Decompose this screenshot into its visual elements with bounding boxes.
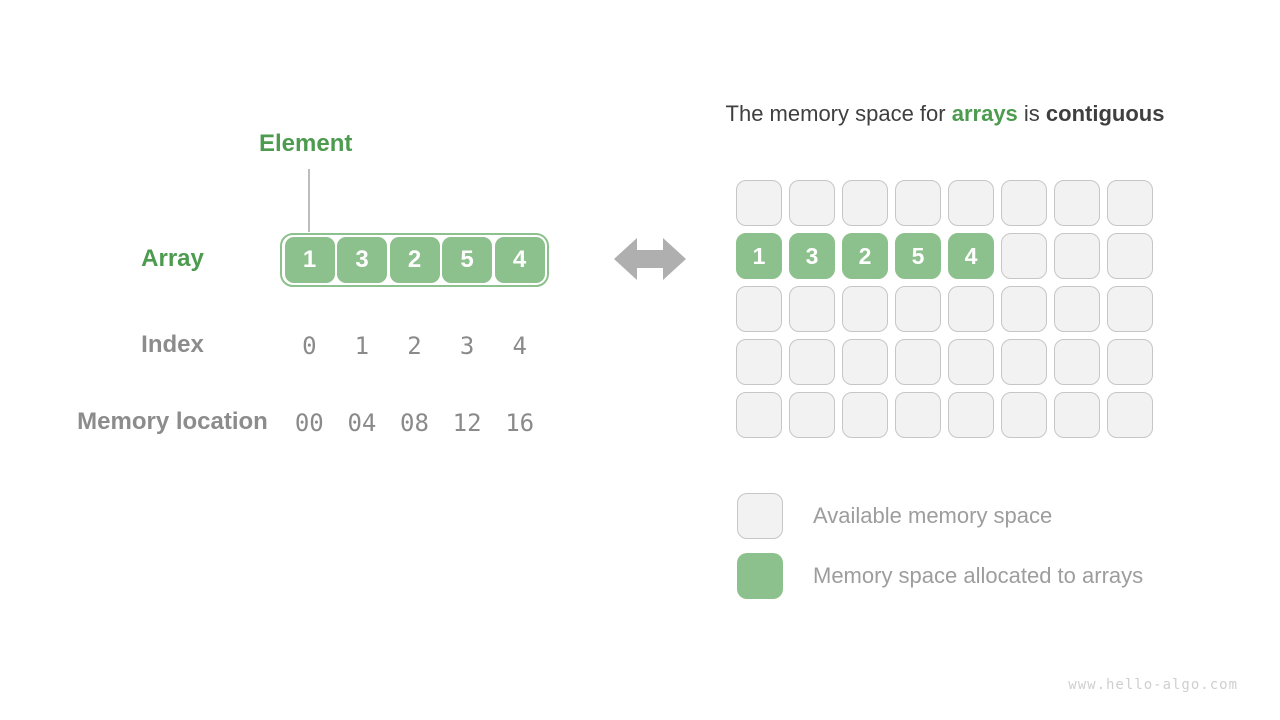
- memory-cell-available: [842, 392, 888, 438]
- element-connector-line: [308, 169, 310, 232]
- memory-cell-available: [1001, 180, 1047, 226]
- memory-cell-available: [1001, 339, 1047, 385]
- double-arrow-icon: [612, 236, 688, 282]
- memory-cell-allocated: 4: [948, 233, 994, 279]
- memory-cell-available: [1054, 392, 1100, 438]
- memory-location-value: 08: [400, 409, 429, 437]
- memory-cell-available: [789, 339, 835, 385]
- title-emphasis-contiguous: contiguous: [1045, 101, 1165, 126]
- memory-cell-available: [789, 392, 835, 438]
- title-prefix: The memory space for: [725, 101, 952, 126]
- legend-swatch-available: [737, 493, 783, 539]
- array-cell: 2: [389, 237, 440, 283]
- index-values-row: 0 1 2 3 4: [283, 329, 546, 363]
- memory-cell-allocated: 3: [789, 233, 835, 279]
- array-cell: 5: [442, 237, 492, 283]
- memory-cell-available: [1107, 286, 1153, 332]
- memory-location-value: 00: [294, 409, 324, 437]
- memory-cell-available: [1107, 392, 1153, 438]
- memory-cell-available: [789, 286, 835, 332]
- index-label: Index: [141, 331, 204, 358]
- memory-cell-available: [1001, 233, 1047, 279]
- memory-location-value: 04: [347, 409, 377, 437]
- memory-cell-available: [895, 339, 941, 385]
- memory-cell-available: [1001, 392, 1047, 438]
- double-arrow-svg: [614, 238, 686, 280]
- memory-cell-available: [1107, 233, 1153, 279]
- memory-cell-available: [948, 339, 994, 385]
- element-label: Element: [259, 130, 353, 157]
- title-highlight-arrays: arrays: [951, 101, 1018, 126]
- memory-cell-available: [842, 339, 888, 385]
- memory-cell-available: [1001, 286, 1047, 332]
- memory-cell-available: [736, 339, 782, 385]
- array-cell: 4: [494, 237, 545, 283]
- memory-cell-available: [1107, 339, 1153, 385]
- memory-cell-allocated: 1: [736, 233, 782, 279]
- legend-label-allocated: Memory space allocated to arrays: [813, 563, 1144, 588]
- memory-cell-available: [736, 180, 782, 226]
- array-cell: 1: [284, 237, 335, 283]
- memory-cell-available: [1054, 286, 1100, 332]
- index-value: 1: [354, 332, 370, 360]
- memory-cell-available: [1054, 339, 1100, 385]
- memory-cell-available: [842, 180, 888, 226]
- memory-location-value: 12: [452, 409, 482, 437]
- memory-location-values-row: 00 04 08 12 16: [283, 406, 546, 440]
- memory-cell-available: [736, 392, 782, 438]
- legend-label-available: Available memory space: [813, 503, 1053, 528]
- index-value: 3: [459, 332, 475, 360]
- memory-cell-allocated: 2: [842, 233, 888, 279]
- index-value: 4: [512, 332, 527, 360]
- index-value: 0: [302, 332, 317, 360]
- memory-cell-available: [948, 180, 994, 226]
- array-label: Array: [141, 245, 204, 272]
- array-cell: 3: [337, 237, 387, 283]
- memory-cell-available: [895, 392, 941, 438]
- memory-cell-available: [1054, 233, 1100, 279]
- memory-cell-available: [789, 180, 835, 226]
- memory-location-value: 16: [505, 409, 535, 437]
- memory-cell-available: [948, 392, 994, 438]
- memory-cell-available: [948, 286, 994, 332]
- watermark: www.hello-algo.com: [1068, 677, 1238, 693]
- legend-swatch-allocated: [737, 553, 783, 599]
- memory-cell-available: [1054, 180, 1100, 226]
- memory-cell-available: [842, 286, 888, 332]
- memory-cell-available: [1107, 180, 1153, 226]
- memory-cell-available: [895, 286, 941, 332]
- memory-cell-allocated: 5: [895, 233, 941, 279]
- memory-cell-available: [736, 286, 782, 332]
- memory-cell-available: [895, 180, 941, 226]
- index-value: 2: [407, 332, 422, 360]
- title-middle: is: [1017, 101, 1046, 126]
- figure-title: The memory space for arrays is contiguou…: [685, 100, 1205, 128]
- memory-location-label: Memory location: [77, 408, 268, 435]
